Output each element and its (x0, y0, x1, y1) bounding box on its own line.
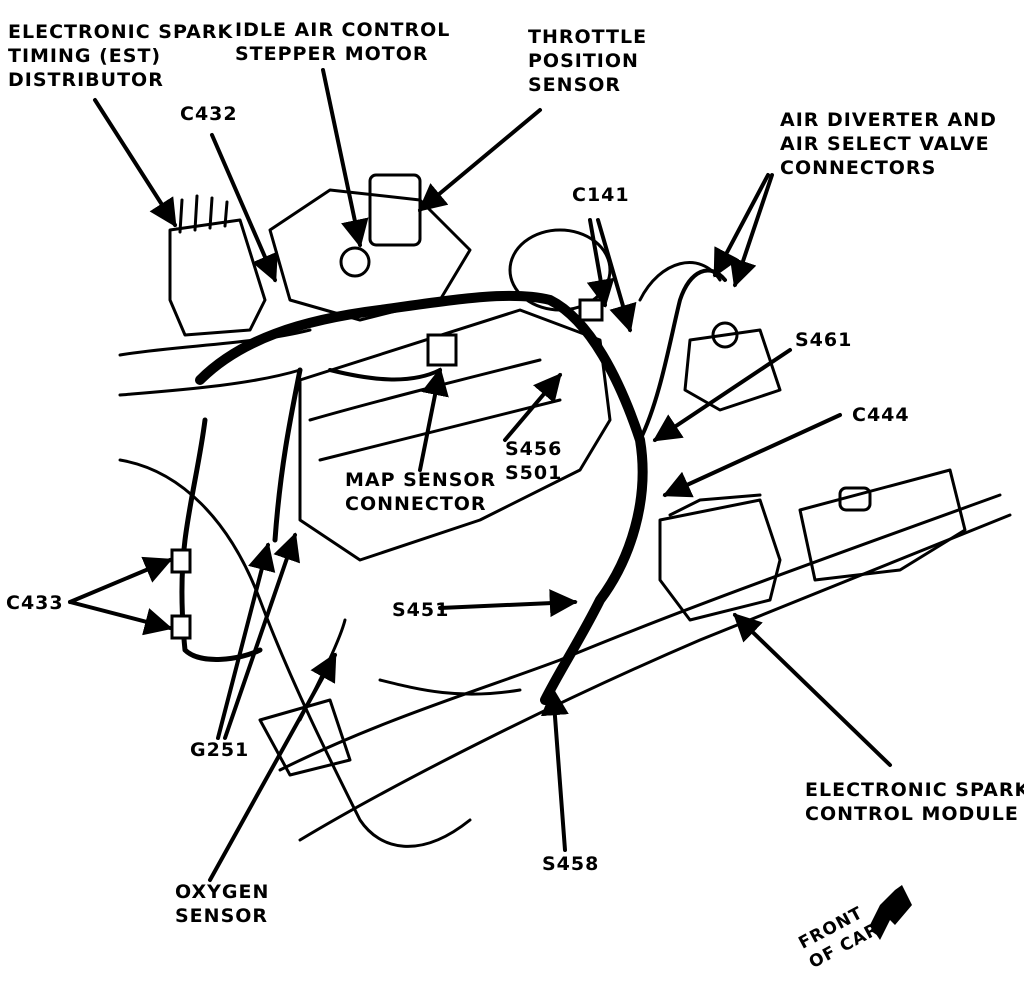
label-map-sensor: MAP SENSOR CONNECTOR (345, 469, 497, 515)
arrow-c433-a (68, 556, 173, 604)
arrow-s456 (503, 372, 562, 442)
throttle-body (368, 173, 422, 247)
arrow-air-diverter-b (729, 173, 774, 288)
arrow-g251-b (223, 532, 301, 740)
label-c444: C444 (852, 404, 910, 426)
arrow-oxygen (208, 652, 337, 882)
harness-air-valves (638, 268, 727, 442)
map-connector (426, 333, 458, 367)
engine-block (298, 308, 612, 562)
arrow-air-diverter-a (713, 173, 770, 278)
label-s458: S458 (542, 853, 600, 875)
arrow-est-distributor (93, 98, 177, 228)
arrow-map (418, 367, 449, 472)
arrow-s461 (652, 348, 792, 442)
harness-drop-c433 (179, 417, 263, 662)
engine-block-ridge (308, 358, 542, 422)
arrow-idle-air (321, 68, 369, 248)
canister (683, 328, 782, 412)
label-c432: C432 (180, 103, 238, 125)
arrow-g251-a (216, 542, 276, 740)
frame-rail (378, 678, 522, 696)
harness-ground (272, 367, 303, 543)
air-duct-left-lower (118, 368, 302, 397)
esc-module-top (668, 493, 762, 517)
arrow-throttle (417, 108, 542, 212)
label-throttle-position: THROTTLE POSITION SENSOR (528, 26, 648, 96)
c141-connector (578, 298, 604, 322)
label-s456-s501: S456 S501 (505, 438, 563, 484)
main-harness (195, 290, 648, 705)
arrow-esc-module (732, 613, 892, 767)
arrow-c432 (210, 133, 278, 283)
c433-upper-connector (170, 548, 192, 574)
label-c141: C141 (572, 184, 630, 206)
body-edge-line (298, 513, 1012, 842)
distributor-cap-ridges (178, 194, 229, 234)
label-esc-module: ELECTRONIC SPARK CONTROL MODULE (805, 779, 1024, 825)
harness-map (328, 368, 442, 382)
arrow-c141-a (586, 218, 615, 308)
label-est-distributor: ELECTRONIC SPARK TIMING (EST) DISTRIBUTO… (8, 21, 234, 91)
label-s461: S461 (795, 329, 853, 351)
c433-lower-connector (170, 614, 192, 640)
arrow-c444 (662, 413, 842, 498)
canister-cap (711, 321, 739, 349)
distributor-body (168, 218, 267, 337)
arrow-c433-b (68, 600, 173, 636)
washer-reservoir (798, 468, 967, 582)
arrow-s458 (540, 687, 569, 852)
reservoir-cap (838, 486, 872, 512)
label-idle-air-control: IDLE AIR CONTROL STEPPER MOTOR (235, 19, 451, 65)
label-air-diverter: AIR DIVERTER AND AIR SELECT VALVE CONNEC… (780, 109, 997, 179)
body-edge-line-2 (278, 493, 1002, 772)
idle-air-motor (339, 246, 371, 278)
label-g251: G251 (190, 739, 250, 761)
arrow-c141-b (596, 218, 637, 333)
label-oxygen-sensor: OXYGEN SENSOR (175, 881, 270, 927)
label-s451: S451 (392, 599, 450, 621)
arrow-s451 (438, 589, 578, 618)
label-c433: C433 (6, 592, 64, 614)
front-of-car-arrow-icon (870, 885, 912, 940)
esc-module-box (658, 498, 782, 622)
fender-outline (118, 458, 472, 848)
intake-manifold (268, 188, 472, 322)
air-duct-left (118, 328, 312, 357)
